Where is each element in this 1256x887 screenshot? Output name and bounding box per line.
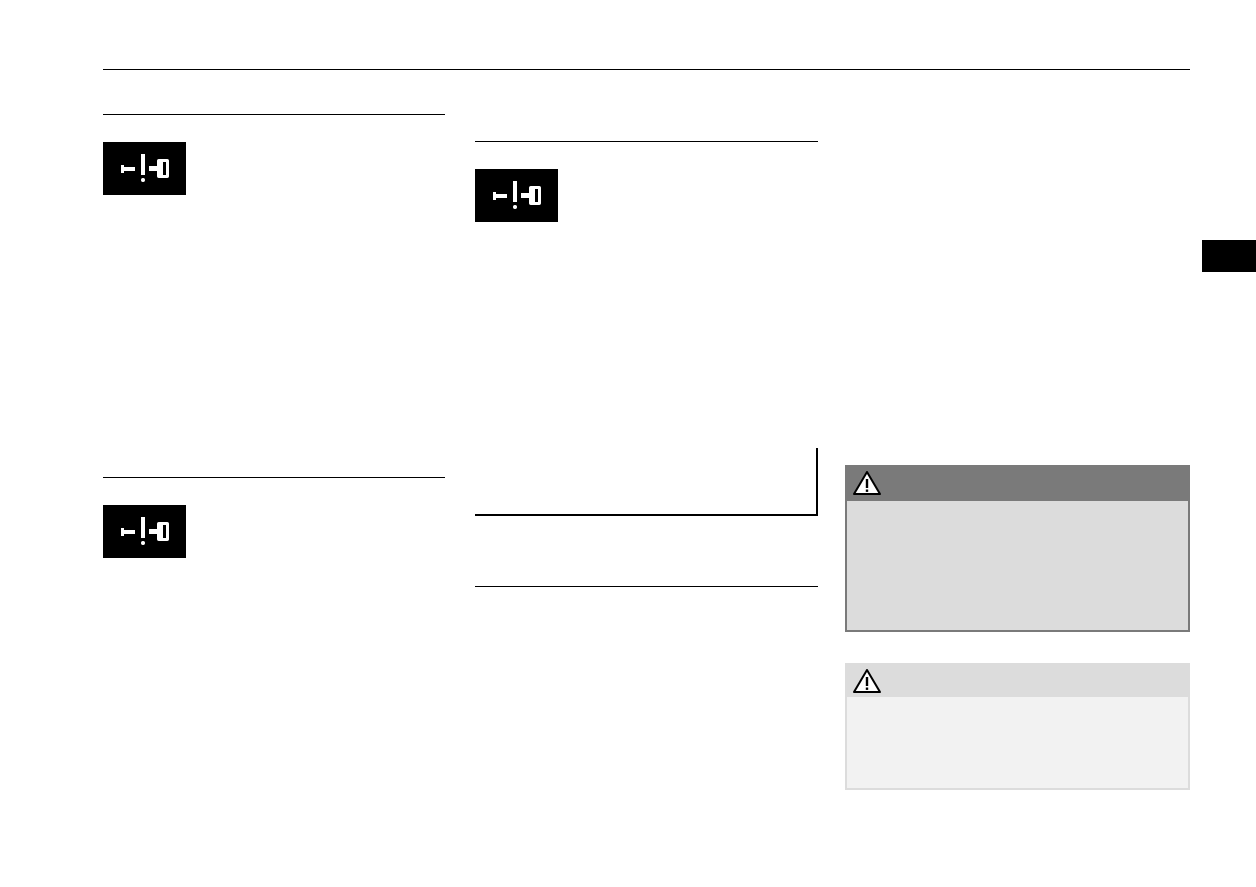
header-rule — [103, 69, 1190, 70]
caution-header — [847, 665, 1188, 697]
caution-box — [845, 663, 1190, 790]
seat-belt-warning-icon — [103, 505, 186, 558]
bracket-marker — [816, 448, 818, 516]
seat-belt-warning-icon — [475, 169, 558, 222]
section-rule-left-bottom — [103, 477, 445, 478]
warning-triangle-icon — [852, 667, 882, 695]
section-rule-middle-top — [475, 141, 818, 142]
chapter-thumb-tab — [1202, 240, 1256, 272]
section-rule-left-top — [103, 114, 445, 115]
warning-header — [847, 467, 1188, 501]
section-rule-middle-bracket — [475, 514, 818, 516]
seat-belt-warning-icon — [103, 142, 186, 195]
warning-box — [845, 465, 1190, 632]
section-rule-middle-bottom — [475, 586, 818, 587]
warning-triangle-icon — [852, 469, 882, 497]
